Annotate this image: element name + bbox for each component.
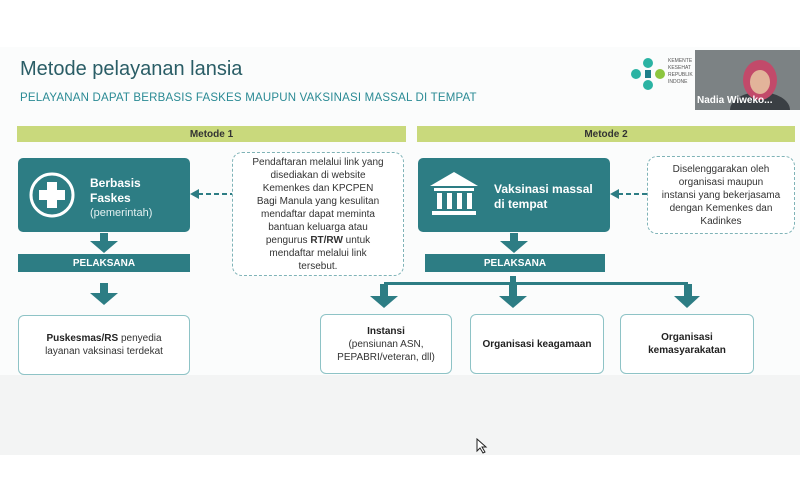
note-line: instansi yang bekerjasama [661, 190, 781, 201]
organisasi-kemasyarakatan-box: Organisasi kemasyarakatan [620, 314, 754, 374]
note-line: organisasi maupun [678, 177, 764, 188]
slide-footer-area [0, 375, 800, 455]
outcome-title: Organisasi [661, 332, 713, 343]
note-line: mendaftar dapat meminta [261, 209, 375, 220]
logo-text-4: INDONE [668, 79, 688, 85]
logo-text-3: REPUBLIK [668, 72, 693, 78]
box-label-line1: Vaksinasi massal [494, 182, 593, 196]
note-line: bantuan keluarga atau [268, 222, 368, 233]
note-line: pengurus RT/RW untuk [265, 235, 371, 246]
dashed-arrow-left-icon [610, 189, 648, 199]
outcome-line: PEPABRI/veteran, dll) [337, 351, 435, 363]
method1-pelaksana-band: PELAKSANA [18, 254, 190, 272]
box-label-line2: Faskes [90, 191, 131, 205]
arrow-down-icon [90, 283, 118, 305]
instansi-box: Instansi (pensiunan ASN, PEPABRI/veteran… [320, 314, 452, 374]
box-label-line2: di tempat [494, 197, 548, 211]
participant-name: Nadia Wiweko... [697, 95, 773, 106]
outcome-title: Instansi [367, 325, 405, 337]
participant-video-tile[interactable]: Nadia Wiweko... [695, 50, 800, 110]
government-building-icon [430, 172, 478, 215]
dashed-arrow-left-icon [190, 189, 232, 199]
organizer-note: Diselenggarakan oleh organisasi maupun i… [647, 156, 795, 234]
note-line: tersebut. [298, 261, 338, 272]
logo-text-1: KEMENTE [668, 58, 693, 64]
puskesmas-result-box: Puskesmas/RS penyedia layanan vaksinasi … [18, 315, 190, 375]
vaksinasi-massal-box: Vaksinasi massal di tempat [418, 158, 610, 232]
medical-cross-icon [29, 172, 75, 218]
result-line: layanan vaksinasi terdekat [45, 346, 163, 357]
box-label-line1: Berbasis [90, 176, 141, 190]
berbasis-faskes-box: Berbasis Faskes (pemerintah) [18, 158, 190, 232]
participant-avatar-icon [695, 50, 800, 110]
result-line: Puskesmas/RS penyedia [46, 333, 162, 344]
method2-header: Metode 2 [417, 126, 795, 142]
branch-connector [370, 276, 700, 308]
method2-pelaksana-band: PELAKSANA [425, 254, 605, 272]
note-line: mendaftar melalui link [269, 248, 367, 259]
outcome-title: kemasyarakatan [648, 345, 726, 356]
note-line: disediakan di website [270, 170, 366, 181]
arrow-down-icon [500, 233, 528, 253]
box-sublabel: (pemerintah) [90, 207, 153, 219]
note-line: Kemenkes dan KPCPEN [262, 183, 374, 194]
organisasi-keagamaan-box: Organisasi keagamaan [470, 314, 604, 374]
mouse-cursor-icon [476, 438, 488, 454]
slide-subtitle: PELAYANAN DAPAT BERBASIS FASKES MAUPUN V… [20, 92, 477, 104]
outcome-title: Organisasi keagamaan [482, 338, 592, 350]
note-line: Diselenggarakan oleh [672, 164, 770, 175]
logo-text-2: KESEHAT [668, 65, 691, 71]
registration-note: Pendaftaran melalui link yang disediakan… [232, 152, 404, 276]
note-line: Kadinkes [700, 216, 742, 227]
outcome-line: (pensiunan ASN, [348, 338, 424, 350]
note-line: Bagi Manula yang kesulitan [256, 196, 380, 207]
slide-title: Metode pelayanan lansia [20, 58, 243, 80]
arrow-down-icon [90, 233, 118, 253]
kemenkes-logo-icon [631, 58, 665, 90]
note-line: Pendaftaran melalui link yang [252, 157, 384, 168]
note-line: dengan Kemenkes dan [669, 203, 773, 214]
method1-header: Metode 1 [17, 126, 406, 142]
